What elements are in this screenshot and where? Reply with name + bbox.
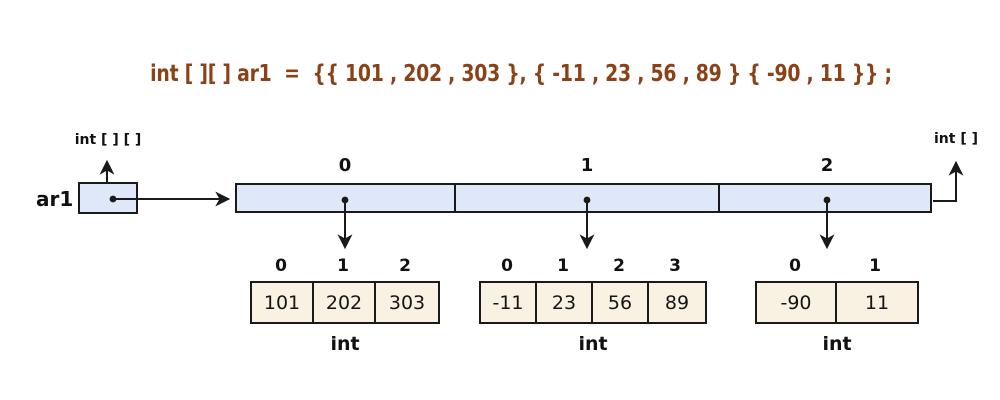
outer-array-cell-1 <box>456 185 720 211</box>
subarray-1-cells: -11 23 56 89 <box>479 281 707 324</box>
subarray-1-type-label: int <box>578 333 608 355</box>
subarray-0-index-row: 0 1 2 <box>250 256 440 277</box>
subarray-0: 0 1 2 101 202 303 int <box>250 256 440 355</box>
index-label: 3 <box>669 256 681 276</box>
array-cell: 89 <box>664 291 690 314</box>
array-cell: -11 <box>481 283 537 322</box>
outer-index-1: 1 <box>580 155 594 176</box>
reference-type-label: int [ ] [ ] <box>74 132 142 148</box>
index-label: 2 <box>399 256 411 276</box>
index-label: 1 <box>869 256 881 276</box>
outer-array <box>235 183 932 213</box>
index-label: 1 <box>557 256 569 276</box>
array-cell: 11 <box>864 291 890 314</box>
subarray-1-index-row: 0 1 2 3 <box>479 256 707 277</box>
code-declaration-text: int [ ][ ] ar1 = {{ 101 , 202 , 303 }, {… <box>150 61 892 87</box>
array-cell: 101 <box>252 283 314 322</box>
subarray-0-cells: 101 202 303 <box>250 281 440 324</box>
array-cell: -90 <box>757 283 837 322</box>
row-type-arrow-icon <box>933 160 964 202</box>
outer-array-cell-2 <box>720 185 930 211</box>
array-cell: 23 <box>537 283 593 322</box>
reference-name-label: ar1 <box>36 187 74 211</box>
subarray-2-type-label: int <box>822 333 852 355</box>
array-cell: 202 <box>314 283 376 322</box>
outer-index-2: 2 <box>820 155 834 176</box>
index-label: 1 <box>337 256 349 276</box>
row-type-label: int [ ] <box>933 131 979 147</box>
index-label: 0 <box>501 256 513 276</box>
index-label: 0 <box>789 256 801 276</box>
subarray-1: 0 1 2 3 -11 23 56 89 int <box>479 256 707 355</box>
array-cell: 56 <box>593 283 649 322</box>
subarray-2: 0 1 -90 11 int <box>755 256 919 355</box>
index-label: 2 <box>613 256 625 276</box>
subarray-0-type-label: int <box>330 333 360 355</box>
index-label: 0 <box>275 256 287 276</box>
subarray-2-index-row: 0 1 <box>755 256 919 277</box>
subarray-2-cells: -90 11 <box>755 281 919 324</box>
array-cell: 303 <box>388 291 426 314</box>
reference-box <box>78 182 138 214</box>
outer-array-cell-0 <box>237 185 456 211</box>
outer-index-0: 0 <box>338 155 352 176</box>
